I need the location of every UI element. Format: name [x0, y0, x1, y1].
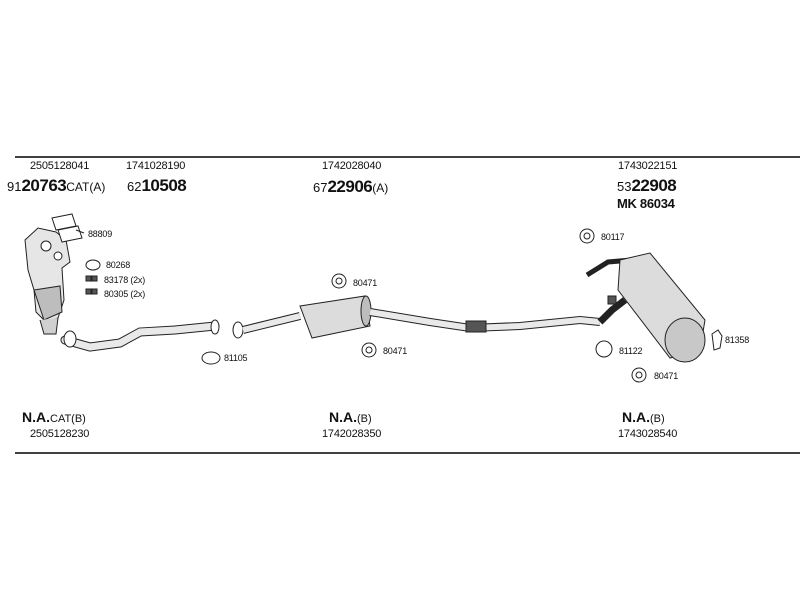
middle-pipe-part	[232, 295, 601, 339]
label-80471-c: 80471	[654, 371, 679, 381]
label-80471-a: 80471	[353, 278, 378, 288]
bolt-80305-part	[85, 288, 98, 295]
hanger-80471a-part	[331, 273, 347, 289]
gasket-81105-part	[201, 351, 221, 365]
col4-mk-number: MK 86034	[617, 196, 675, 211]
col4-code: 1743022151	[618, 160, 678, 172]
clip-81358-part	[711, 329, 723, 351]
col2-code: 1741028190	[126, 160, 186, 172]
bottom-col1-title: N.A.CAT(B)	[22, 409, 86, 425]
label-83178: 83178 (2x)	[104, 275, 146, 285]
gasket-80268-part	[85, 259, 101, 271]
col1-part-number: 9120763CAT(A)	[7, 176, 106, 195]
label-81358: 81358	[725, 335, 750, 345]
front-pipe-part	[60, 319, 220, 352]
hanger-80471c-part	[631, 367, 647, 383]
bottom-col2-code: 1742028350	[322, 428, 382, 440]
manifold-catalyst-part	[24, 227, 71, 335]
col3-part-number: 6722906(A)	[313, 177, 389, 196]
label-81122: 81122	[619, 346, 643, 356]
label-81105: 81105	[224, 353, 248, 363]
bottom-col1-code: 2505128230	[30, 428, 90, 440]
label-88809: 88809	[88, 229, 113, 239]
col2-part-number: 6210508	[127, 176, 187, 195]
bottom-col2-title: N.A.(B)	[329, 409, 372, 425]
label-80305: 80305 (2x)	[104, 289, 146, 299]
col4-part-number: 5322908	[617, 176, 677, 195]
label-80268: 80268	[106, 260, 131, 270]
col3-code: 1742028040	[322, 160, 382, 172]
gasket-81122-part	[595, 340, 613, 358]
hanger-80117-part	[579, 228, 595, 244]
col1-code: 2505128041	[30, 160, 90, 172]
gasket-88809-part	[51, 213, 85, 243]
bottom-col3-title: N.A.(B)	[622, 409, 665, 425]
bolt-83178-part	[85, 275, 98, 282]
bottom-col3-code: 1743028540	[618, 428, 678, 440]
label-80117: 80117	[601, 232, 625, 242]
label-80471-b: 80471	[383, 346, 408, 356]
rear-silencer-part	[585, 252, 706, 363]
hanger-80471b-part	[361, 342, 377, 358]
